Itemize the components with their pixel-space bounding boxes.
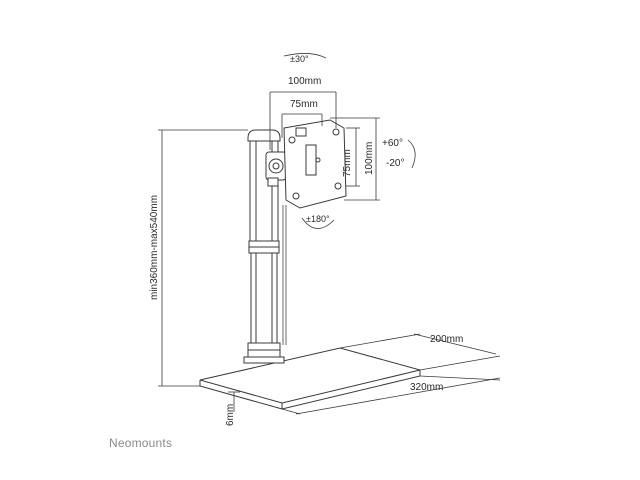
swivel-arrow-icon	[283, 53, 327, 59]
dim-100-horizontal	[269, 91, 337, 150]
dim-75-vertical	[346, 127, 360, 187]
dim-base-depth	[339, 333, 501, 371]
dim-base-width	[281, 375, 501, 415]
label-swivel-top: ±30°	[290, 54, 309, 64]
cable-rod	[282, 205, 287, 345]
arm-joint	[265, 151, 287, 187]
label-tilt-down: -20°	[386, 158, 404, 169]
label-75mm-horizontal: 75mm	[290, 99, 318, 110]
brand-logo-text: Neomounts	[109, 436, 173, 450]
label-height-range: min360mm-max540mm	[149, 195, 160, 300]
dim-100-vertical	[330, 117, 380, 201]
label-100mm-vertical: 100mm	[364, 142, 375, 175]
base-plate	[199, 347, 421, 410]
dim-height	[158, 129, 248, 387]
label-75mm-vertical: 75mm	[342, 149, 353, 177]
dim-75-horizontal	[281, 113, 323, 138]
label-base-depth: 200mm	[430, 334, 463, 345]
tilt-arrow-icon	[407, 139, 416, 169]
label-base-width: 320mm	[410, 382, 443, 393]
label-base-thickness: 6mm	[225, 404, 236, 426]
rotation-arrow-icon	[301, 217, 335, 229]
dim-base-thickness	[228, 391, 240, 412]
label-tilt-up: +60°	[382, 138, 403, 149]
label-rotation: ±180°	[306, 214, 330, 224]
label-100mm-horizontal: 100mm	[288, 76, 321, 87]
vesa-plate	[283, 119, 347, 209]
